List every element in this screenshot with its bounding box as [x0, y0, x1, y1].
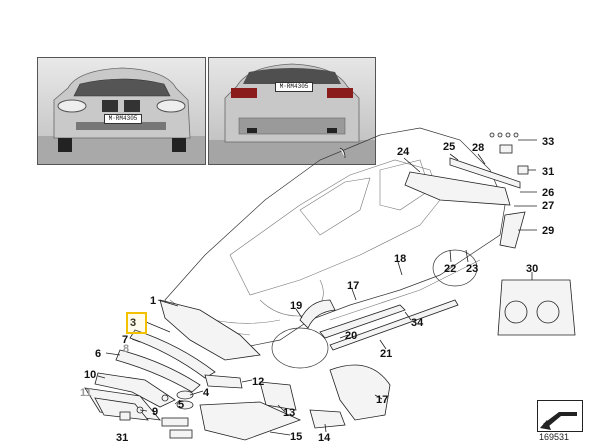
bracket-part-13: [259, 381, 297, 411]
front-car-illustration: [38, 67, 205, 164]
callout-3: 3: [130, 317, 136, 329]
callout-14: 14: [318, 432, 331, 444]
callout-6: 6: [95, 348, 101, 360]
callout-30: 30: [526, 263, 538, 275]
callout-26: 26: [542, 187, 554, 199]
callout-18: 18: [394, 253, 406, 265]
callout-19: 19: [290, 300, 302, 312]
fog-lamp-left: [176, 390, 194, 400]
callout-5: 5: [178, 399, 184, 411]
callout-9: 9: [152, 406, 158, 418]
underbody-shield-part: [199, 401, 302, 441]
arch-trim-part-19: [299, 299, 336, 329]
callout-7: 7: [122, 334, 128, 346]
lower-grille-part: [115, 349, 201, 393]
view-orientation-arrow-icon: [540, 412, 577, 430]
fog-lamp-cover: [176, 400, 194, 410]
callout-labels: 1 3 4 5 6 7 8 9 10 11 12 13 14 15 17 18 …: [80, 136, 554, 444]
callout-27: 27: [542, 200, 554, 212]
wheel-arch-liner-part: [329, 364, 391, 421]
support-bracket-part: [94, 397, 149, 421]
callout-1: 1: [150, 295, 156, 307]
front-bumper-part: [159, 299, 261, 361]
callout-33: 33: [542, 136, 554, 148]
rear-view-photo: M·RM4305: [208, 57, 376, 165]
callout-10: 10: [84, 369, 96, 381]
callout-12: 12: [252, 376, 264, 388]
sill-trim-part-20: [319, 304, 406, 339]
rear-trim-part-28: [449, 157, 521, 189]
callout-17: 17: [376, 394, 388, 406]
small-bracket-part-14: [309, 409, 346, 429]
callout-31-front: 31: [116, 432, 128, 444]
mesh-grille-part: [94, 372, 176, 408]
front-view-photo: M·RM4305: [37, 57, 206, 165]
callout-25: 25: [443, 141, 455, 153]
callout-17b: 17: [347, 280, 359, 292]
rear-bumper-part-24: [404, 171, 511, 206]
rear-reflector-part-29: [499, 211, 526, 249]
callout-28: 28: [472, 142, 484, 154]
callout-13: 13: [283, 407, 295, 419]
callout-4: 4: [203, 387, 210, 399]
callout-31-rear: 31: [542, 166, 554, 178]
rear-car-illustration: [209, 63, 375, 164]
part-shapes: [84, 132, 576, 441]
callout-34: 34: [411, 317, 424, 329]
leader-lines: [97, 139, 537, 436]
grille-strip-part: [129, 329, 216, 379]
callout-15: 15: [290, 431, 302, 443]
callout-20: 20: [345, 330, 357, 342]
callout-22: 22: [444, 263, 456, 275]
callout-21: 21: [380, 348, 392, 360]
front-license-plate: M·RM4305: [104, 114, 142, 124]
callout-8: 8: [123, 343, 129, 355]
side-strip-part-21: [329, 299, 459, 351]
callout-11: 11: [80, 387, 92, 399]
rear-license-plate: M·RM4305: [275, 82, 313, 92]
highlighted-part-box: [126, 312, 147, 334]
catalog-number: 169531: [539, 432, 570, 442]
callout-29: 29: [542, 225, 554, 237]
callout-23: 23: [466, 263, 478, 275]
callout-24: 24: [397, 146, 410, 158]
marker-part: [204, 374, 243, 389]
